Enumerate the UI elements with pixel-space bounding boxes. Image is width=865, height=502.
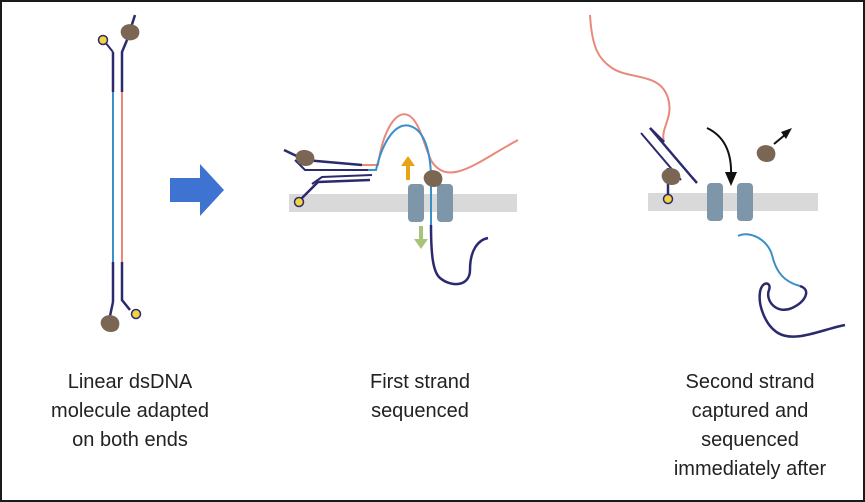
- adapter-strand-a: [649, 127, 698, 184]
- caption-line: sequenced: [701, 429, 799, 451]
- motor-protein-icon: [295, 149, 315, 167]
- capture-arrow-icon: [725, 172, 737, 186]
- caption-second-strand: Second strand captured and sequenced imm…: [640, 368, 860, 484]
- template-strand: [368, 124, 432, 225]
- tether-adapter-complement: [311, 174, 373, 185]
- caption-line: Second strand: [685, 371, 815, 393]
- adapter-strand-join: [649, 127, 665, 143]
- tether-anchor-icon: [130, 308, 142, 320]
- capture-arrow-shaft: [706, 127, 733, 177]
- membrane: [648, 193, 818, 211]
- ejection-arrow-icon: [781, 128, 792, 139]
- leader-adapter-complement: [294, 159, 368, 171]
- translocated-strand: [429, 224, 489, 286]
- tether-anchor-icon: [97, 34, 109, 46]
- nanopore-icon: [437, 184, 453, 222]
- motor-protein-icon: [756, 145, 776, 163]
- caption-line: sequenced: [371, 400, 469, 422]
- down-arrow-icon: [414, 239, 428, 249]
- membrane: [289, 194, 517, 212]
- tether-anchor-icon: [293, 196, 305, 208]
- leader-adapter: [283, 148, 363, 167]
- motor-protein-icon: [661, 168, 681, 186]
- caption-line: on both ends: [72, 429, 188, 451]
- motor-protein-icon: [423, 170, 443, 188]
- template-strand: [737, 233, 801, 287]
- nanopore-icon: [707, 183, 723, 221]
- complement-strand: [589, 14, 671, 143]
- panel-first-strand: [283, 113, 519, 286]
- top-adapter-strand-a: [120, 39, 129, 92]
- caption-first-strand: First strand sequenced: [310, 368, 530, 426]
- caption-line: First strand: [369, 371, 471, 393]
- bottom-adapter-strand-b: [120, 262, 131, 311]
- caption-line: Linear dsDNA: [67, 371, 193, 393]
- nanopore-icon: [408, 184, 424, 222]
- motor-protein-icon: [120, 24, 140, 41]
- motor-protein-icon: [100, 315, 120, 333]
- nanopore-icon: [737, 183, 753, 221]
- caption-adapted-molecule: Linear dsDNA molecule adapted on both en…: [20, 368, 240, 455]
- caption-line: immediately after: [673, 458, 827, 480]
- translocated-strand: [758, 282, 846, 338]
- up-arrow-icon: [401, 156, 415, 166]
- caption-line: captured and: [691, 400, 809, 422]
- tether-anchor-icon: [662, 193, 674, 205]
- caption-line: molecule adapted: [51, 400, 209, 422]
- panel-second-strand: [589, 14, 846, 338]
- panel-adapted-molecule: [97, 14, 142, 333]
- right-arrow-icon: [170, 164, 224, 216]
- tether-adapter: [299, 178, 371, 201]
